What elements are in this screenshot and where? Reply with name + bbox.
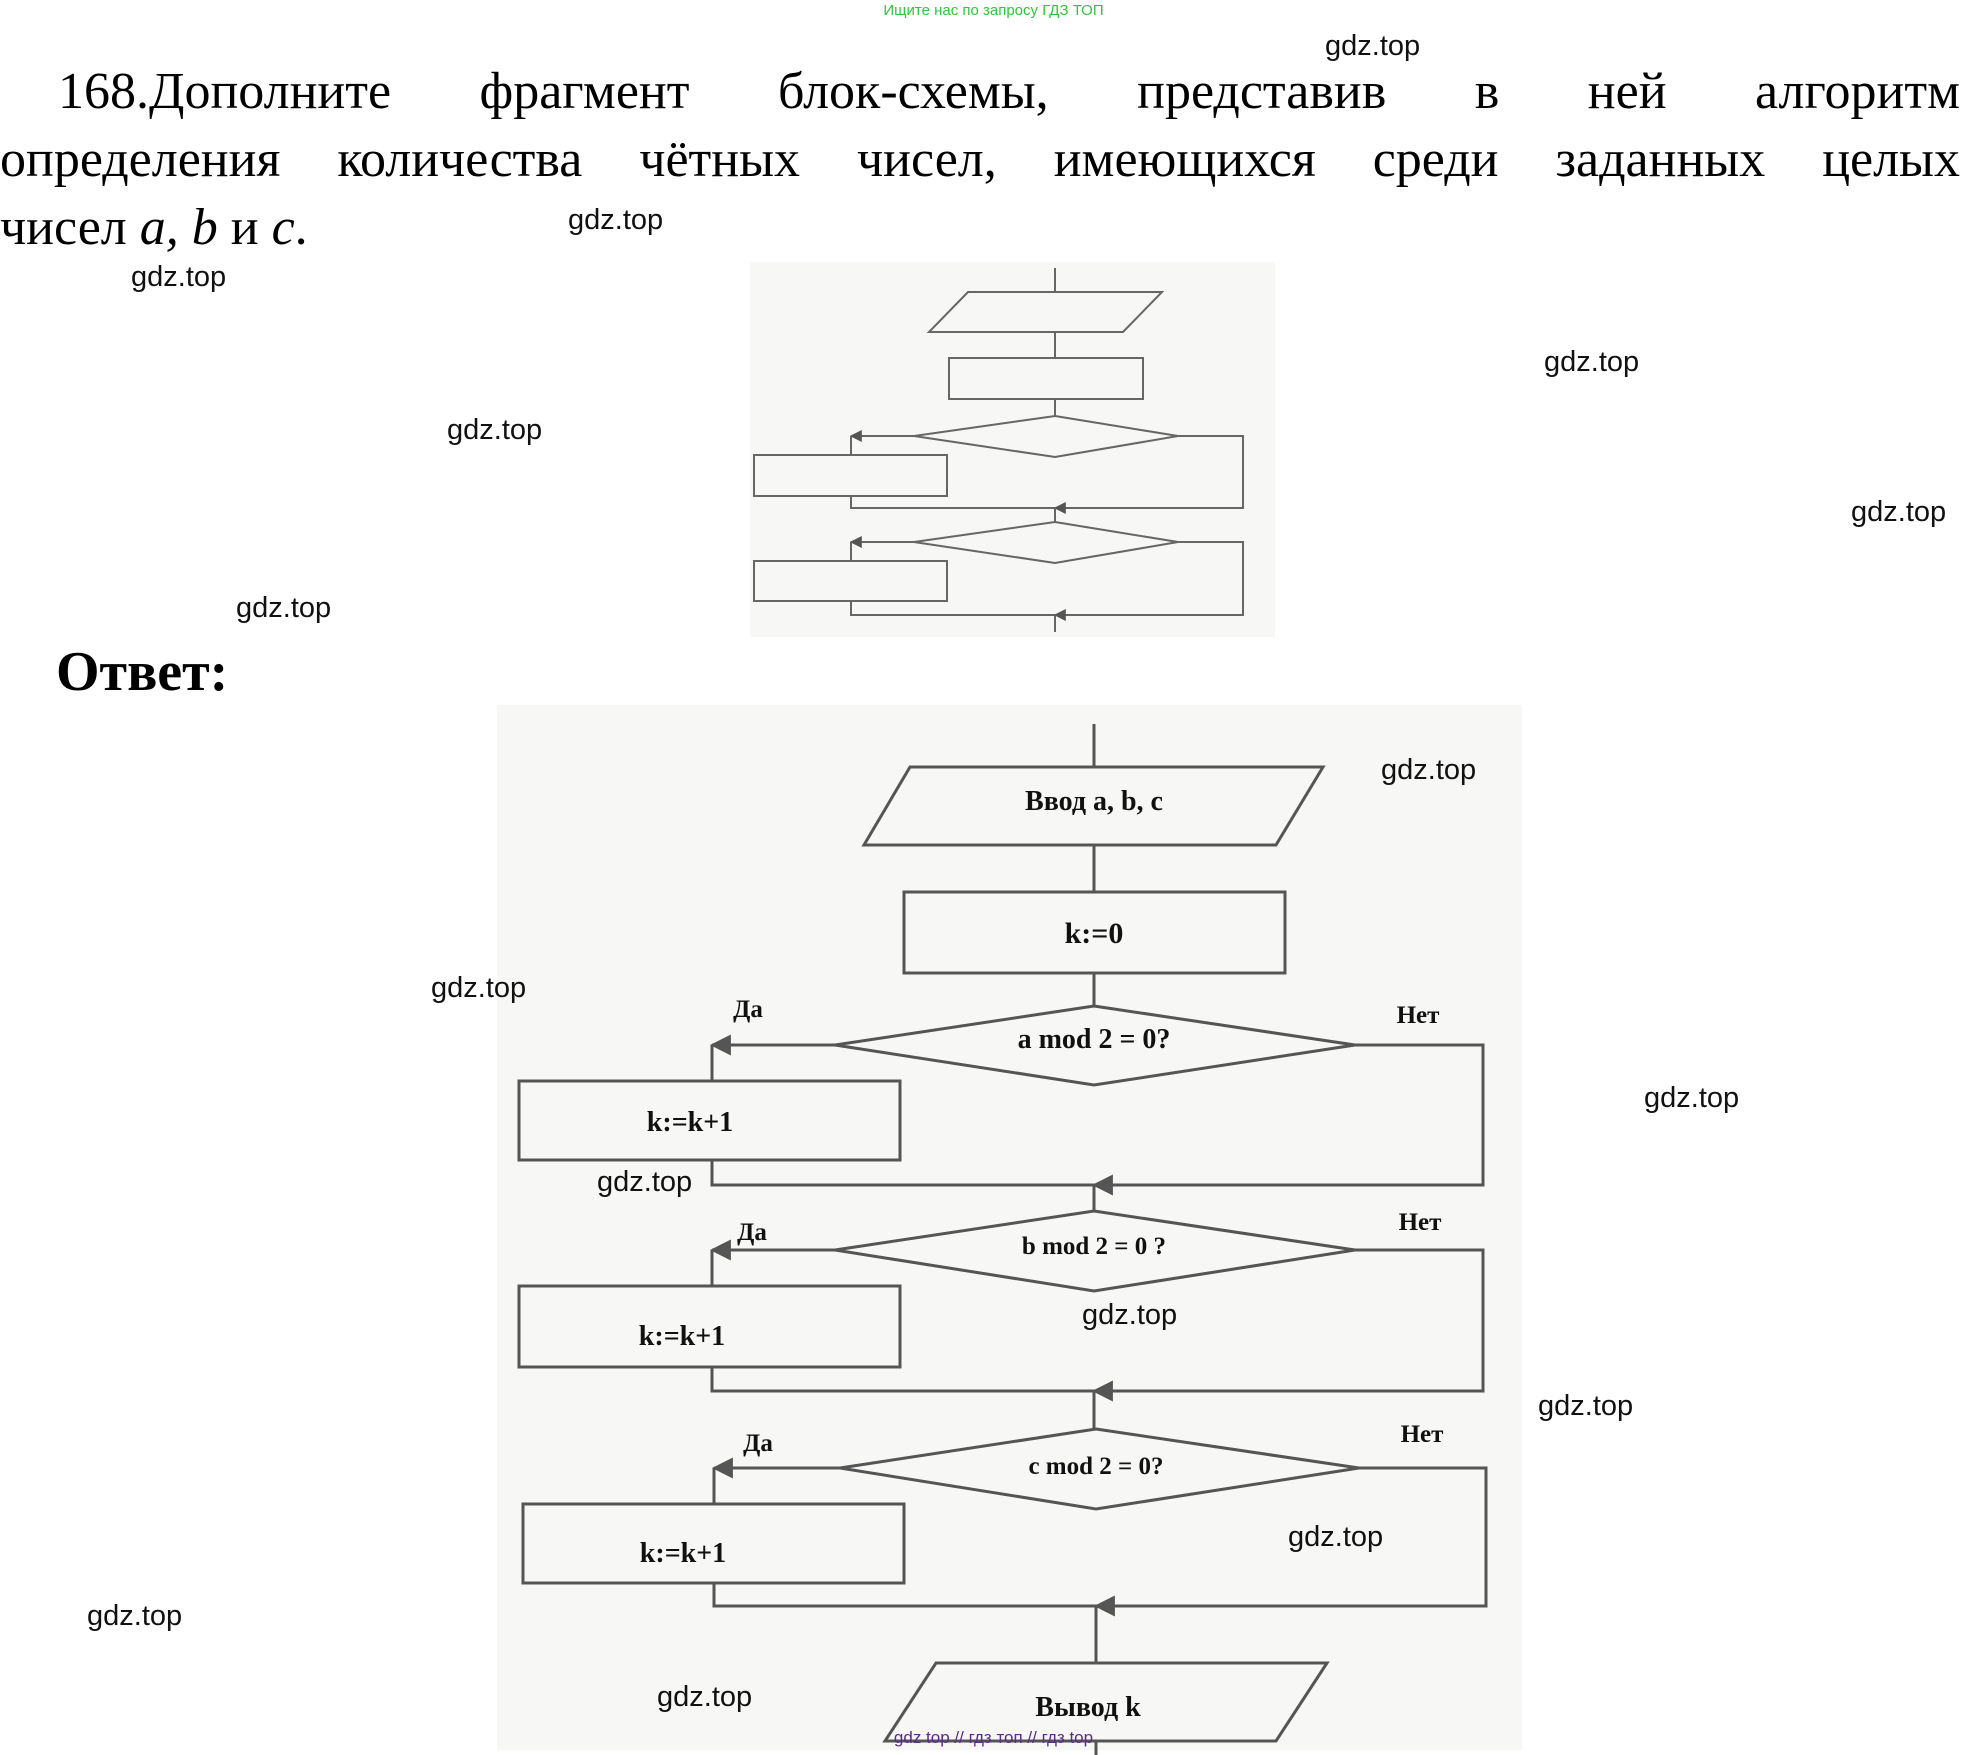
task-line-2: определения количества чётных чисел, име…: [0, 131, 1960, 188]
output-block: [882, 1661, 1330, 1743]
increment-block-a: [517, 1079, 902, 1162]
task-line-1-text: Дополните фрагмент блок-схемы, представи…: [149, 63, 1960, 120]
increment-block-b: [517, 1284, 902, 1369]
yes-label-a: Да: [733, 996, 763, 1023]
no-label-a: Нет: [1397, 1002, 1440, 1029]
blank-no-branch-2: [1053, 541, 1244, 621]
blank-no-branch-1: [1053, 435, 1244, 514]
no-branch-a: [1091, 1043, 1485, 1196]
decision-b: [834, 1209, 1356, 1293]
increment-label-a: k:=k+1: [647, 1107, 733, 1138]
watermark: gdz.top: [568, 204, 664, 236]
watermark: gdz.top: [657, 1681, 753, 1713]
watermark: gdz.top: [431, 972, 527, 1004]
blank-merge-2: [850, 601, 1055, 616]
merge-line-a: [710, 1160, 1094, 1187]
output-block-label: Вывод k: [1035, 1692, 1141, 1723]
watermark: gdz.top: [447, 414, 543, 446]
blank-figure-background: [750, 262, 1275, 637]
no-label-c: Нет: [1401, 1421, 1444, 1448]
decision-a: [834, 1004, 1356, 1087]
watermark: gdz.top: [597, 1166, 693, 1198]
watermark: gdz.top: [1544, 346, 1640, 378]
task-text: 168.Дополните фрагмент блок-схемы, предс…: [0, 58, 1960, 262]
watermark: gdz.top: [87, 1600, 183, 1632]
watermark: gdz.top: [131, 261, 227, 293]
increment-label-c: k:=k+1: [640, 1538, 726, 1569]
decision-c-label: c mod 2 = 0?: [1028, 1453, 1163, 1480]
answer-heading: Ответ:: [56, 641, 229, 703]
var-c: c: [271, 199, 295, 256]
watermark: gdz.top: [1082, 1299, 1178, 1331]
input-block-label: Ввод a, b, c: [1025, 786, 1163, 817]
yes-label-c: Да: [743, 1430, 773, 1457]
watermark: gdz.top: [1644, 1082, 1740, 1114]
no-branch-c: [1093, 1466, 1488, 1617]
task-suffix: .: [294, 199, 308, 256]
merge-line-c: [712, 1583, 1096, 1608]
blank-decision-1: [913, 414, 1179, 459]
decision-a-label: a mod 2 = 0?: [1018, 1024, 1171, 1055]
blank-input-block: [926, 291, 1165, 333]
answer-figure-background: [497, 705, 1522, 1750]
task-line-3: чисел a, b и c.: [0, 194, 1960, 262]
watermark: gdz.top: [236, 592, 332, 624]
watermark: gdz.top: [1538, 1390, 1634, 1422]
watermark: gdz.top: [1381, 754, 1477, 786]
task-line-1: 168.Дополните фрагмент блок-схемы, предс…: [0, 58, 1960, 126]
init-block-label: k:=0: [1065, 917, 1124, 950]
watermark: gdz.top: [1851, 496, 1947, 528]
task-number: 168.: [58, 63, 149, 120]
watermark: gdz.top: [1325, 30, 1421, 62]
var-b: b: [191, 199, 218, 256]
footer-watermark[interactable]: gdz top // гдз топ // гдз top: [893, 1728, 1094, 1747]
task-conj: и: [217, 199, 272, 256]
blank-merge-1: [850, 496, 1055, 509]
decision-b-label: b mod 2 = 0 ?: [1022, 1233, 1166, 1260]
no-label-b: Нет: [1399, 1209, 1442, 1236]
blank-decision-2: [913, 520, 1179, 565]
input-block: [861, 765, 1326, 847]
var-a: a,: [139, 199, 179, 256]
search-banner[interactable]: Ищите нас по запросу ГДЗ ТОП: [883, 2, 1104, 19]
decision-c: [839, 1427, 1360, 1511]
watermark: gdz.top: [1288, 1521, 1384, 1553]
increment-label-b: k:=k+1: [639, 1321, 725, 1352]
task-line-3-prefix: чисел: [0, 199, 140, 256]
blank-process-block: [948, 357, 1144, 400]
no-branch-b: [1091, 1248, 1485, 1402]
merge-line-b: [710, 1367, 1094, 1393]
yes-label-b: Да: [737, 1219, 767, 1246]
